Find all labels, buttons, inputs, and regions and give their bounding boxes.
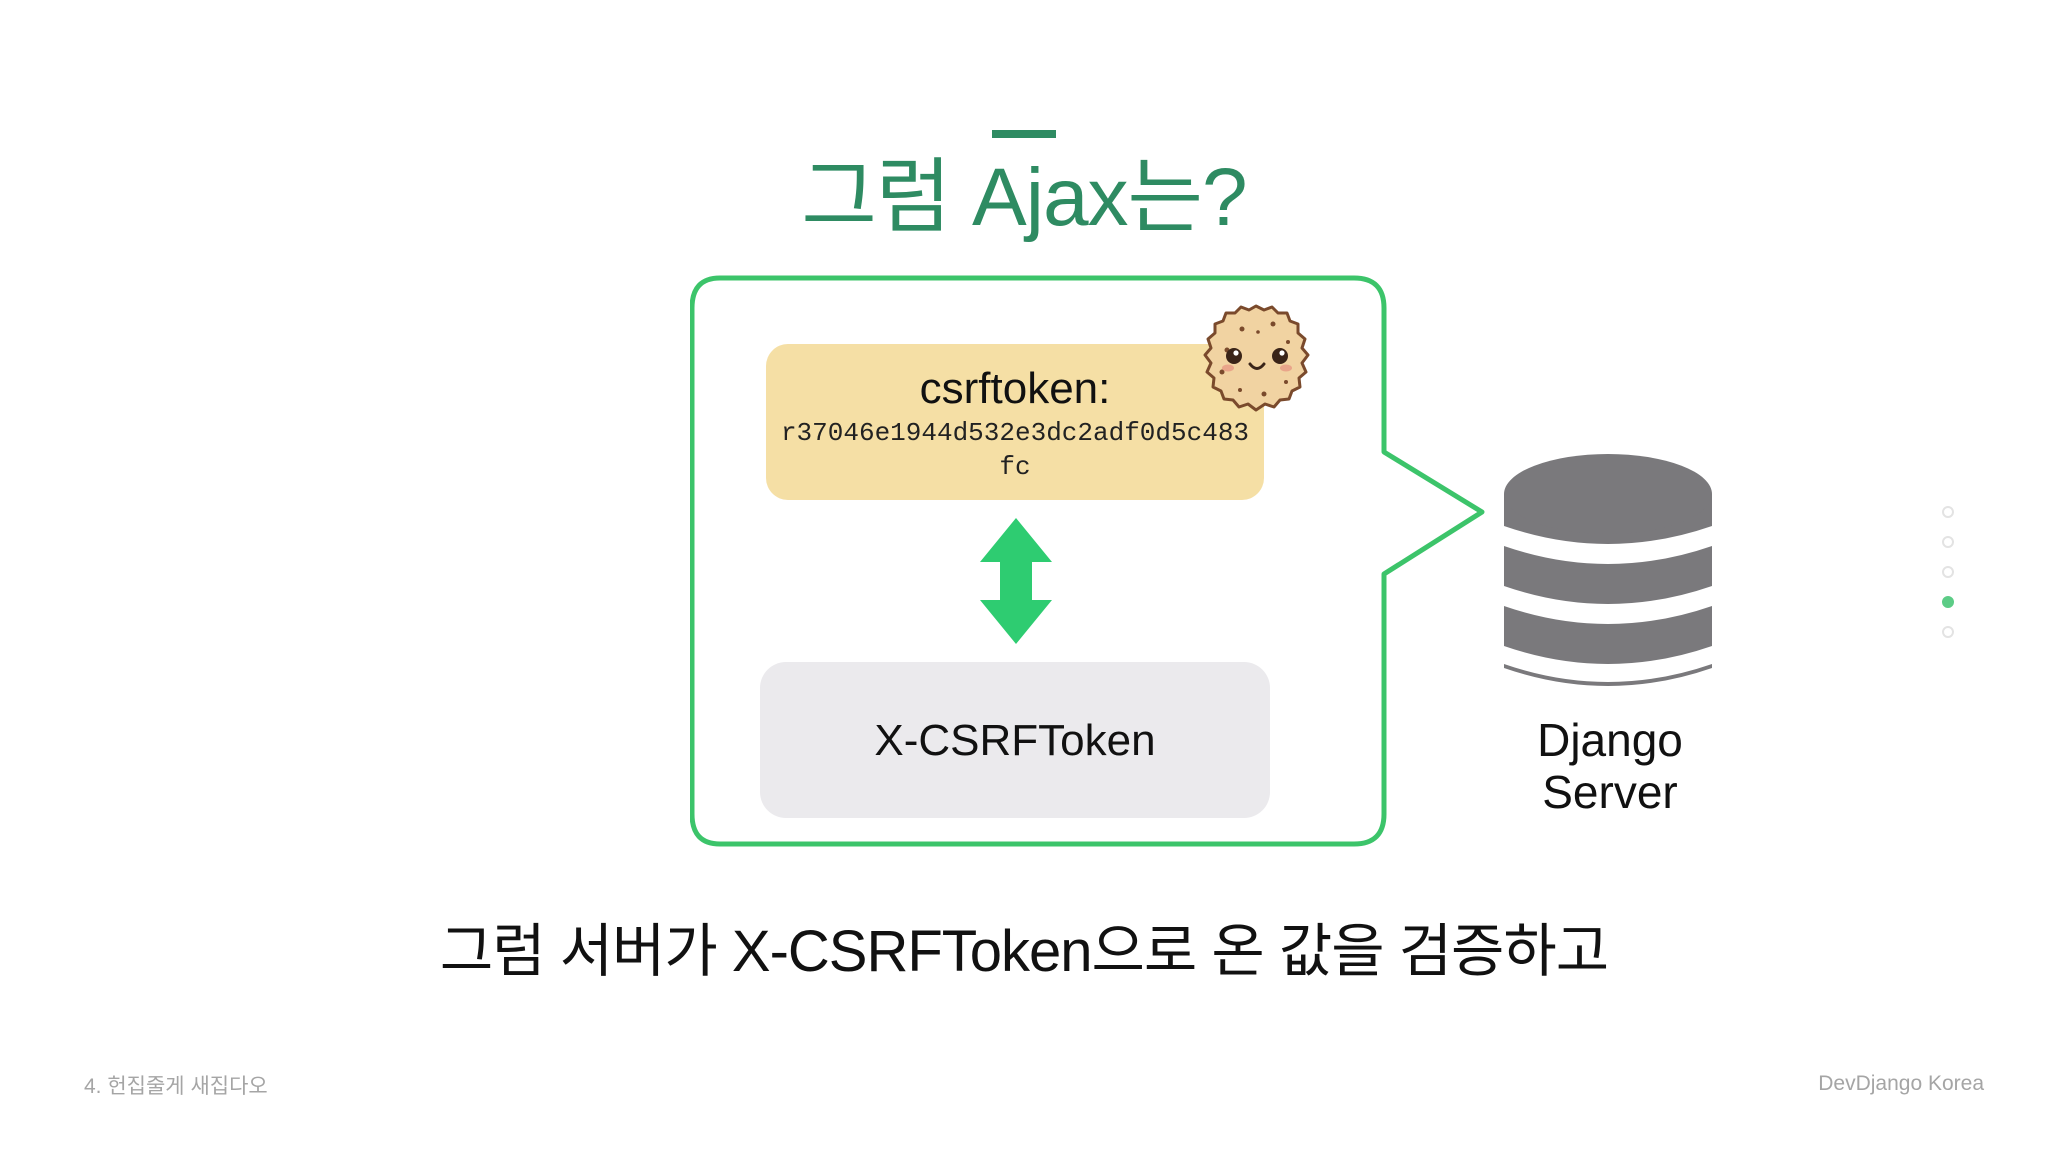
- server-label-line2: Server: [1542, 766, 1678, 818]
- token-label: csrftoken:: [919, 364, 1111, 413]
- footer-brand: DevDjango Korea: [1818, 1072, 1984, 1095]
- token-value: r37046e1944d532e3dc2adf0d5c483fc: [780, 418, 1250, 482]
- page-dot[interactable]: [1942, 626, 1954, 638]
- slide-subtitle: 그럼 서버가 X-CSRFToken으로 온 값을 검증하고: [439, 919, 1609, 984]
- page-dot[interactable]: [1942, 506, 1954, 518]
- header-label: X-CSRFToken: [874, 716, 1156, 765]
- slide-pagination[interactable]: [1942, 506, 1954, 656]
- cookie-icon: [1203, 304, 1310, 412]
- csrftoken-box: csrftoken: r37046e1944d532e3dc2adf0d5c48…: [766, 344, 1264, 500]
- double-arrow-icon: [980, 518, 1052, 644]
- slide-title: 그럼 Ajax는?: [801, 152, 1247, 243]
- page-dot[interactable]: [1942, 536, 1954, 548]
- x-csrftoken-box: X-CSRFToken: [760, 662, 1270, 818]
- title-overline: [992, 130, 1056, 138]
- server-label-line1: Django: [1537, 714, 1683, 766]
- server-label: Django Server: [1480, 714, 1740, 818]
- database-icon: [1504, 454, 1712, 686]
- page-dot[interactable]: [1942, 566, 1954, 578]
- footer-section-title: 4. 헌집줄게 새집다오: [84, 1075, 268, 1098]
- page-dot-active[interactable]: [1942, 596, 1954, 608]
